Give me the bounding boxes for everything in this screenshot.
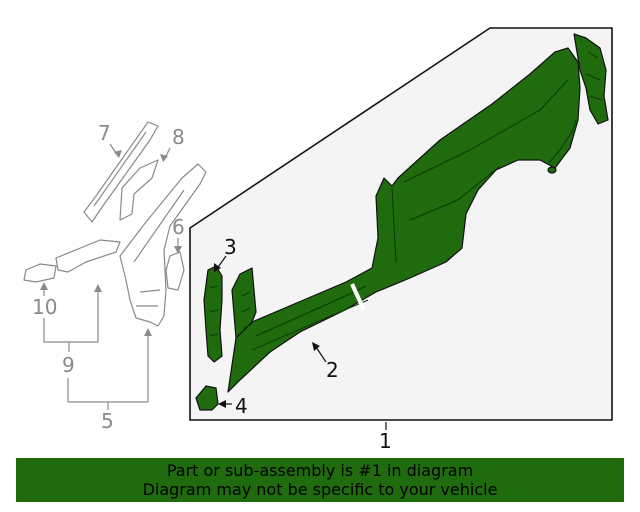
callout-2: 2 <box>326 358 339 382</box>
upper-bracket <box>573 33 609 125</box>
callout-4: 4 <box>235 394 248 418</box>
info-banner: Part or sub-assembly is #1 in diagram Di… <box>16 458 624 502</box>
callout-6: 6 <box>172 215 185 239</box>
part-8 <box>119 159 159 221</box>
callout-1: 1 <box>379 429 392 453</box>
part-7 <box>83 121 159 223</box>
dark-arrowheads <box>214 263 320 408</box>
banner-line-2: Diagram may not be specific to your vehi… <box>142 480 498 499</box>
callout-8: 8 <box>172 125 185 149</box>
part-9 <box>55 239 121 273</box>
unhighlighted-parts <box>23 121 207 410</box>
part-5 <box>119 163 207 327</box>
parts-diagram: 1 2 3 4 5 6 7 8 9 10 <box>23 27 613 453</box>
gray-arrowheads <box>40 150 182 336</box>
part-6 <box>165 251 185 291</box>
banner-line-1: Part or sub-assembly is #1 in diagram <box>166 461 474 480</box>
part-2-quarter-panel[interactable] <box>227 47 581 393</box>
callout-7: 7 <box>98 121 111 145</box>
part-10 <box>23 263 57 283</box>
callout-3: 3 <box>224 235 237 259</box>
part-3-pillar-reinforcement[interactable] <box>203 265 223 363</box>
callout-9: 9 <box>62 353 75 377</box>
callout-5: 5 <box>101 409 114 433</box>
callout-10: 10 <box>32 295 57 319</box>
